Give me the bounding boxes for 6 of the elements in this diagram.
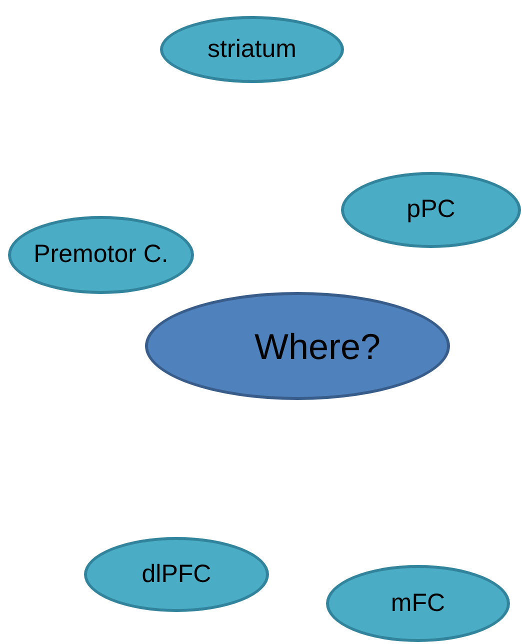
node-label: Premotor C. bbox=[34, 239, 168, 270]
node-label: mFC bbox=[390, 588, 446, 619]
node-label: Where? bbox=[254, 324, 381, 368]
node-label: dlPFC bbox=[142, 558, 212, 590]
node-label: pPC bbox=[406, 194, 456, 226]
node-label: striatum bbox=[208, 34, 296, 65]
